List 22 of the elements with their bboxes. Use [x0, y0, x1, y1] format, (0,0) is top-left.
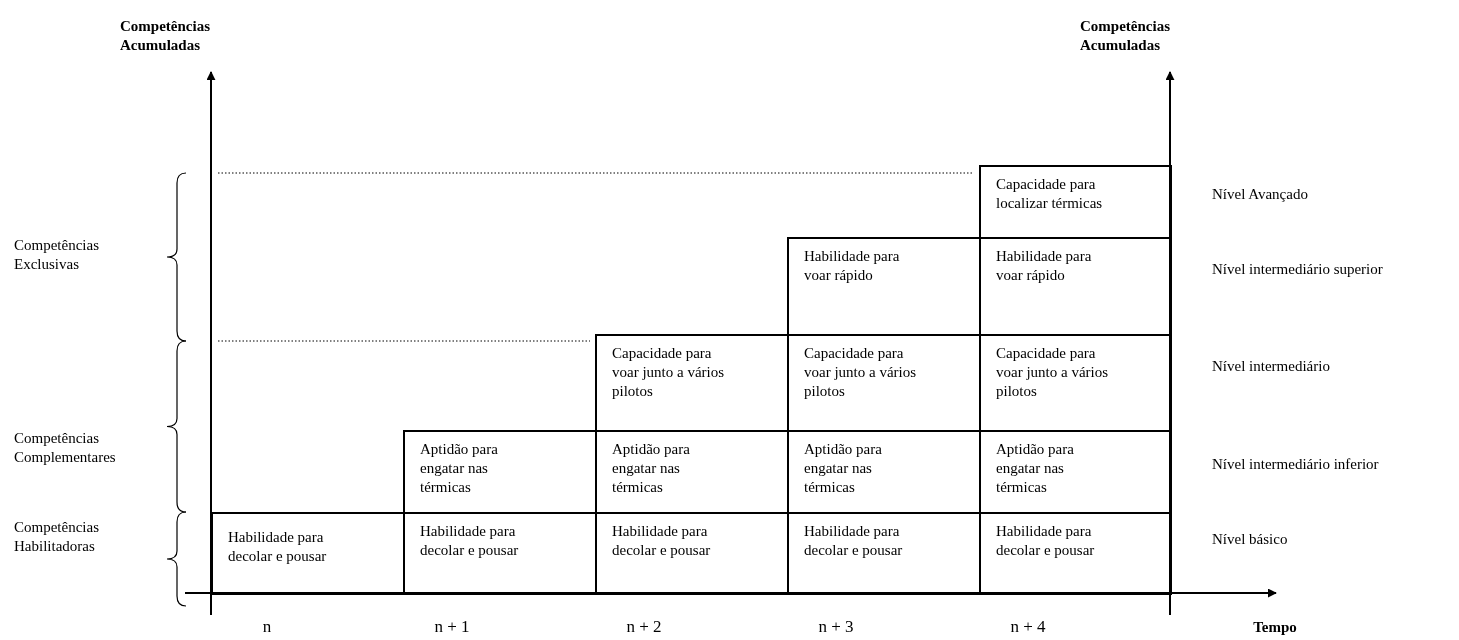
- time-tick-label: n: [261, 617, 273, 636]
- time-tick-label: n + 3: [817, 617, 855, 636]
- time-tick-label: n + 1: [433, 617, 471, 636]
- skill-box: Capacidade para voar junto a vários pilotos: [595, 334, 789, 432]
- axis-title: Tempo: [1252, 618, 1298, 637]
- skill-box: Aptidão para engatar nas térmicas: [403, 430, 597, 514]
- competence-group-label: Competências Habilitadoras: [14, 518, 100, 556]
- skill-box: Habilidade para decolar e pousar: [211, 512, 405, 595]
- level-label: Nível intermediário: [1212, 357, 1331, 376]
- skill-box: Habilidade para decolar e pousar: [979, 512, 1172, 595]
- level-label: Nível básico: [1212, 530, 1289, 549]
- competence-group-label: Competências Complementares: [14, 429, 117, 467]
- time-tick-label: n + 2: [625, 617, 663, 636]
- axis-title: Competências Acumuladas: [1080, 17, 1171, 55]
- level-label: Nível intermediário inferior: [1212, 455, 1380, 474]
- competence-group-label: Competências Exclusivas: [14, 236, 100, 274]
- skill-box: Habilidade para voar rápido: [787, 237, 981, 336]
- skill-box: Capacidade para localizar térmicas: [979, 165, 1172, 239]
- time-tick-label: n + 4: [1009, 617, 1047, 636]
- level-label: Nível intermediário superior: [1212, 260, 1384, 279]
- level-label: Nível Avançado: [1212, 185, 1309, 204]
- axis-title: Competências Acumuladas: [120, 17, 211, 55]
